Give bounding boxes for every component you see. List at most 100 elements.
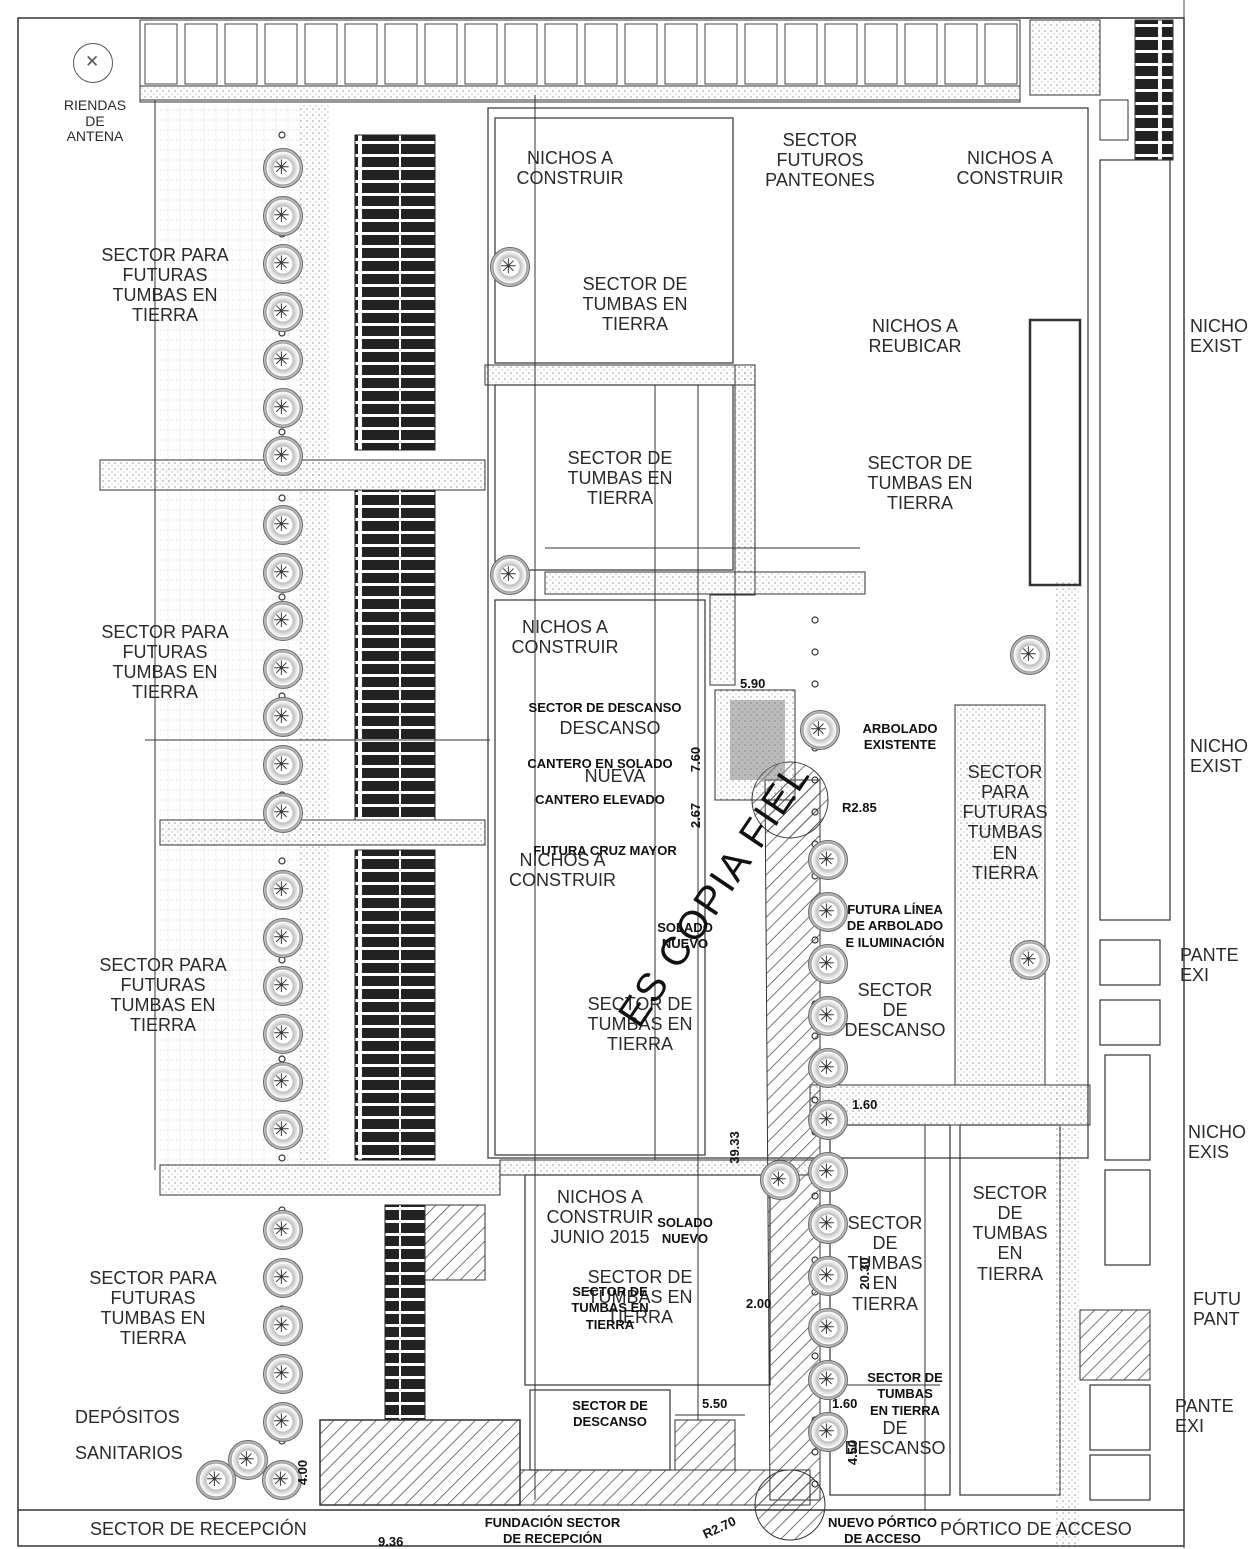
label-fundacion: FUNDACIÓN SECTOR DE RECEPCIÓN bbox=[484, 1515, 621, 1547]
niche-cell bbox=[784, 23, 818, 85]
tree-icon bbox=[263, 649, 303, 689]
tree-icon bbox=[263, 697, 303, 737]
label-futu-pant: FUTU PANT bbox=[1193, 1289, 1241, 1330]
niche-cell bbox=[864, 23, 898, 85]
label-nueva: NUEVA bbox=[584, 766, 646, 786]
tree-icon bbox=[808, 892, 848, 932]
label-r285: R2.85 bbox=[842, 800, 877, 815]
tree-icon bbox=[808, 1048, 848, 1088]
top-niches-row bbox=[139, 19, 1021, 103]
post-marker bbox=[811, 648, 819, 656]
niche-cell bbox=[584, 23, 618, 85]
post-marker bbox=[811, 1032, 819, 1040]
tree-icon bbox=[263, 436, 303, 476]
niche-cell bbox=[544, 23, 578, 85]
dim-760: 7.60 bbox=[688, 746, 704, 773]
label-solado-nuevo-1: SOLADO NUEVO bbox=[657, 920, 713, 952]
niche-cell bbox=[424, 23, 458, 85]
label-sector-de-tumbas-col2: SECTOR DE TUMBAS EN TIERRA bbox=[972, 1183, 1048, 1284]
tree-icon bbox=[808, 996, 848, 1036]
label-futuras-tumbas-3: SECTOR PARA FUTURAS TUMBAS EN TIERRA bbox=[99, 955, 227, 1036]
tree-icon bbox=[263, 601, 303, 641]
niche-cell bbox=[944, 23, 978, 85]
label-futuras-tumbas-1: SECTOR PARA FUTURAS TUMBAS EN TIERRA bbox=[101, 245, 229, 326]
niche-cell bbox=[264, 23, 298, 85]
tree-icon bbox=[263, 292, 303, 332]
label-nichos-construir-top-left: NICHOS A CONSTRUIR bbox=[516, 148, 624, 189]
tree-icon bbox=[1010, 940, 1050, 980]
label-descanso: DESCANSO bbox=[559, 718, 661, 738]
label-nichos-junio: NICHOS A CONSTRUIR JUNIO 2015 bbox=[546, 1187, 654, 1248]
niche-cell bbox=[464, 23, 498, 85]
tree-icon bbox=[263, 966, 303, 1006]
label-tumbas-tierra-right: SECTOR DE TUMBAS EN TIERRA bbox=[867, 453, 973, 514]
dim-200: 2.00 bbox=[746, 1296, 772, 1311]
label-tumbas-tierra-mid: SECTOR DE TUMBAS EN TIERRA bbox=[567, 448, 673, 509]
tree-icon bbox=[263, 505, 303, 545]
tree-icon bbox=[263, 1062, 303, 1102]
dim-3933: 39.33 bbox=[726, 1131, 742, 1164]
niche-cell bbox=[824, 23, 858, 85]
niche-cell bbox=[744, 23, 778, 85]
label-sanitarios: SANITARIOS bbox=[75, 1443, 183, 1463]
niche-cell bbox=[344, 23, 378, 85]
post-marker bbox=[278, 428, 286, 436]
tree-icon bbox=[808, 1412, 848, 1452]
grave-block-1 bbox=[354, 134, 436, 451]
label-arbolado: ARBOLADO EXISTENTE bbox=[862, 721, 938, 753]
label-cantero-elevado: CANTERO ELEVADO bbox=[535, 792, 665, 807]
dim-267: 2.67 bbox=[688, 802, 704, 829]
label-sector-descanso-right: SECTOR DE DESCANSO bbox=[844, 980, 946, 1041]
post-marker bbox=[278, 857, 286, 865]
tree-icon bbox=[263, 1014, 303, 1054]
niche-cell bbox=[304, 23, 338, 85]
dim-550: 5.50 bbox=[702, 1396, 728, 1411]
niche-cell bbox=[624, 23, 658, 85]
label-nichos-construir-mid2: NICHOS A CONSTRUIR bbox=[509, 850, 616, 891]
niche-cell bbox=[984, 23, 1018, 85]
tree-icon bbox=[263, 244, 303, 284]
tree-icon bbox=[263, 388, 303, 428]
label-futuros-panteones: SECTOR FUTUROS PANTEONES bbox=[765, 130, 875, 191]
niche-cell bbox=[144, 23, 178, 85]
tree-icon bbox=[263, 340, 303, 380]
label-futura-linea: FUTURA LÍNEA DE ARBOLADO E ILUMINACIÓN bbox=[845, 902, 945, 950]
dim-450: 4.50 bbox=[845, 1439, 861, 1466]
post-marker bbox=[811, 1480, 819, 1488]
post-marker bbox=[811, 680, 819, 688]
label-futuras-tumbas-4: SECTOR PARA FUTURAS TUMBAS EN TIERRA bbox=[89, 1268, 217, 1349]
label-solado-nuevo-2: SOLADO NUEVO bbox=[657, 1215, 713, 1247]
post-marker bbox=[811, 1448, 819, 1456]
post-marker bbox=[278, 1154, 286, 1162]
label-depositos: DEPÓSITOS bbox=[75, 1407, 180, 1427]
tree-icon bbox=[800, 710, 840, 750]
label-sector-de-tumbas-col: SECTOR DE TUMBAS EN TIERRA bbox=[847, 1213, 923, 1314]
niche-cell bbox=[504, 23, 538, 85]
tree-icon bbox=[263, 1210, 303, 1250]
niche-cell bbox=[704, 23, 738, 85]
tree-icon bbox=[263, 196, 303, 236]
post-marker bbox=[811, 1352, 819, 1360]
label-nicho-exist-2: NICHO EXIST bbox=[1190, 736, 1248, 777]
post-marker bbox=[811, 616, 819, 624]
tree-icon bbox=[808, 1308, 848, 1348]
tree-icon bbox=[263, 870, 303, 910]
label-nicho-exist-3: NICHO EXIS bbox=[1188, 1122, 1246, 1163]
post-marker bbox=[278, 593, 286, 601]
label-sector-tumbas-low: SECTOR DE TUMBAS EN TIERRA bbox=[587, 1267, 693, 1328]
tree-icon bbox=[808, 1360, 848, 1400]
tree-icon bbox=[263, 1354, 303, 1394]
grave-block-2 bbox=[354, 489, 436, 821]
label-sector-descanso: SECTOR DE DESCANSO bbox=[528, 700, 682, 715]
post-marker bbox=[811, 936, 819, 944]
label-tumbas-tierra-center: SECTOR DE TUMBAS EN TIERRA bbox=[587, 994, 693, 1055]
tree-icon bbox=[808, 944, 848, 984]
tree-icon bbox=[808, 1100, 848, 1140]
tree-icon bbox=[263, 1110, 303, 1150]
post-marker bbox=[811, 776, 819, 784]
tree-icon bbox=[808, 1204, 848, 1244]
label-nichos-reubicar: NICHOS A REUBICAR bbox=[868, 316, 962, 357]
post-marker bbox=[811, 1192, 819, 1200]
niche-cell bbox=[224, 23, 258, 85]
